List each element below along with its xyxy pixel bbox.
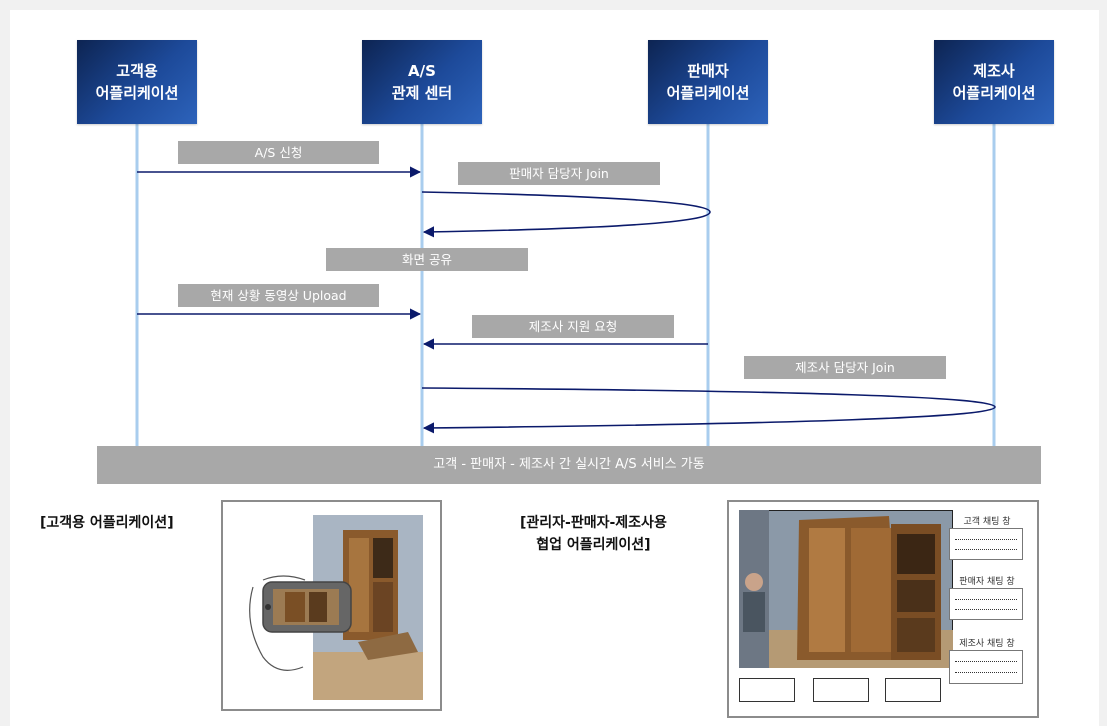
message-screen-share: 화면 공유 [326, 248, 528, 271]
sequence-lines [135, 124, 996, 446]
arrow-seller-join-loop [421, 191, 711, 238]
message-maker-support: 제조사 지원 요청 [472, 315, 674, 338]
actor-seller-label: 판매자 어플리케이션 [666, 62, 750, 102]
actor-seller-app: 판매자 어플리케이션 [648, 40, 768, 124]
arrow-maker-join-loop [421, 387, 996, 434]
actor-customer-app: 고객용 어플리케이션 [77, 40, 197, 124]
collab-video-view [739, 510, 953, 668]
message-seller-join: 판매자 담당자 Join [458, 162, 660, 185]
chat-dots [955, 672, 1017, 673]
chat-dots [955, 609, 1017, 610]
actor-maker-app: 제조사 어플리케이션 [934, 40, 1054, 124]
chat-label-maker: 제조사 채팅 창 [959, 639, 1015, 649]
chat-dots [955, 599, 1017, 600]
message-maker-join: 제조사 담당자 Join [744, 356, 946, 379]
message-video-upload: 현재 상황 동영상 Upload [178, 284, 379, 307]
actor-maker-label: 제조사 어플리케이션 [952, 62, 1036, 102]
chat-window-seller[interactable] [949, 588, 1023, 620]
chat-window-customer[interactable] [949, 528, 1023, 560]
collab-app-frame: 고객 채팅 창 판매자 채팅 창 제조사 채팅 창 [727, 500, 1039, 718]
customer-app-caption: [고객용 어플리케이션] [40, 515, 174, 531]
actor-as-center: A/S 관제 센터 [362, 40, 482, 124]
chat-window-maker[interactable] [949, 650, 1023, 684]
control-button-3[interactable] [885, 678, 941, 702]
actor-customer-label: 고객용 어플리케이션 [95, 62, 179, 102]
control-button-1[interactable] [739, 678, 795, 702]
customer-app-frame [221, 500, 442, 711]
control-button-2[interactable] [813, 678, 869, 702]
actor-center-label: A/S 관제 센터 [391, 62, 453, 102]
chat-dots [955, 539, 1017, 540]
chat-dots [955, 549, 1017, 550]
message-as-request: A/S 신청 [178, 141, 379, 164]
realtime-service-banner: 고객 - 판매자 - 제조사 간 실시간 A/S 서비스 가동 [97, 446, 1041, 484]
collab-app-caption: [관리자-판매자-제조사용 협업 어플리케이션] [520, 515, 667, 553]
diagram-canvas: 고객용 어플리케이션 A/S 관제 센터 판매자 어플리케이션 제조사 어플리케… [10, 10, 1099, 726]
chat-label-seller: 판매자 채팅 창 [959, 577, 1015, 587]
customer-app-photo [249, 515, 423, 700]
chat-label-customer: 고객 채팅 창 [963, 517, 1011, 527]
chat-dots [955, 661, 1017, 662]
